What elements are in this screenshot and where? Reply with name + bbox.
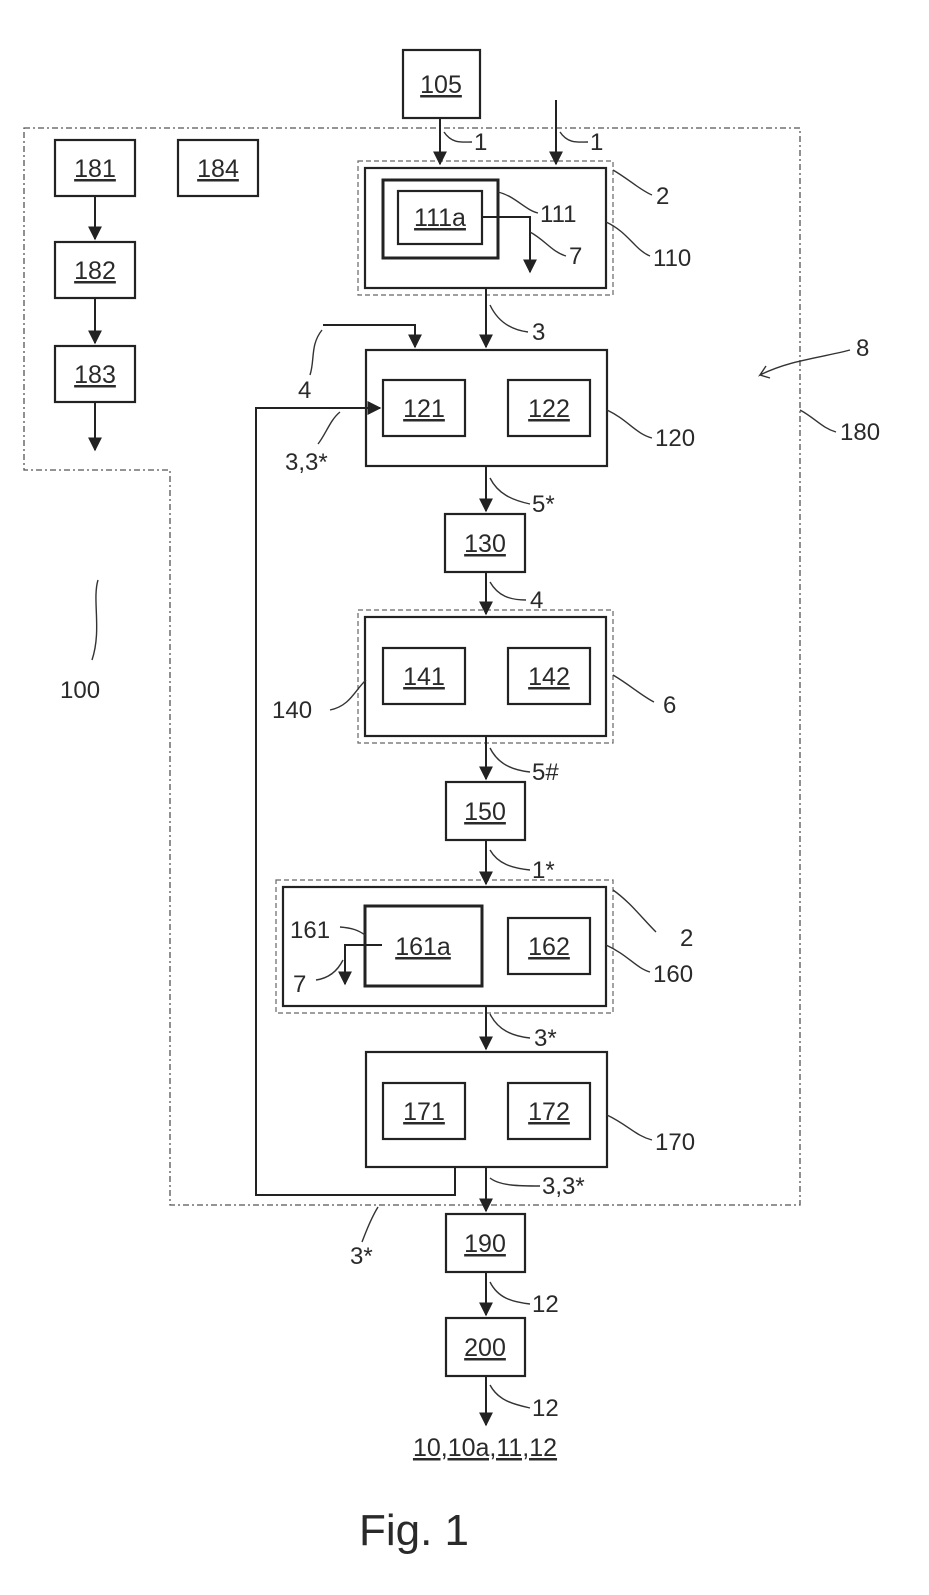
leader-33a <box>318 412 340 444</box>
leader-5s <box>490 478 530 504</box>
ref-4-upper: 4 <box>298 377 311 404</box>
ref-2-lower: 2 <box>680 925 693 952</box>
ref-12-lower: 12 <box>532 1395 559 1422</box>
ref-111: 111 <box>540 201 576 228</box>
ref-1star: 1* <box>532 857 555 884</box>
ref-4-middle: 4 <box>530 587 543 614</box>
ref-3-3star-upper: 3,3* <box>285 449 328 476</box>
leader-1a <box>444 132 472 142</box>
output-label: 10,10a,11,12 <box>413 1434 557 1462</box>
ref-140: 140 <box>272 697 312 724</box>
leader-2b <box>613 890 656 932</box>
ref-7-upper: 7 <box>569 243 582 270</box>
label-181: 181 <box>74 155 116 183</box>
leader-140 <box>330 680 366 710</box>
ref-160: 160 <box>653 961 693 988</box>
label-200: 200 <box>464 1334 506 1362</box>
leader-4a <box>310 330 322 375</box>
label-190: 190 <box>464 1230 506 1258</box>
label-162: 162 <box>528 933 570 961</box>
ref-1-left: 1 <box>474 129 487 156</box>
ref-180: 180 <box>840 419 880 446</box>
leader-180 <box>800 410 836 432</box>
ref-3: 3 <box>532 319 545 346</box>
ref-5star: 5* <box>532 491 555 518</box>
label-172: 172 <box>528 1098 570 1126</box>
ref-1-right: 1 <box>590 129 603 156</box>
leader-5h <box>490 748 530 772</box>
ref-3-3star-lower: 3,3* <box>542 1173 585 1200</box>
leader-6 <box>613 675 654 702</box>
figure-caption: Fig. 1 <box>359 1506 469 1555</box>
label-122: 122 <box>528 395 570 423</box>
leader-8 <box>760 350 850 378</box>
ref-170: 170 <box>655 1129 695 1156</box>
leader-3sb <box>362 1207 378 1242</box>
ref-12-upper: 12 <box>532 1291 559 1318</box>
label-105: 105 <box>420 71 462 99</box>
leader-2a <box>613 170 652 195</box>
label-142: 142 <box>528 663 570 691</box>
ref-6: 6 <box>663 692 676 719</box>
leader-100 <box>92 580 98 660</box>
leader-4b <box>490 582 526 600</box>
ref-3star-bottom: 3* <box>350 1243 373 1270</box>
label-141: 141 <box>403 663 445 691</box>
label-184: 184 <box>197 155 239 183</box>
leader-120 <box>607 410 652 438</box>
label-182: 182 <box>74 257 116 285</box>
leader-3s <box>490 1014 530 1038</box>
ref-7-lower: 7 <box>293 971 306 998</box>
leader-1s <box>490 850 530 870</box>
leader-12b <box>490 1385 530 1408</box>
label-121: 121 <box>403 395 445 423</box>
leader-1b <box>560 132 588 142</box>
label-171: 171 <box>403 1098 445 1126</box>
leader-3 <box>490 305 528 332</box>
ref-2-upper: 2 <box>656 183 669 210</box>
ref-100: 100 <box>60 677 100 704</box>
label-150: 150 <box>464 798 506 826</box>
ref-8: 8 <box>856 335 869 362</box>
label-161a: 161a <box>395 933 451 961</box>
ref-5hash: 5# <box>532 759 559 786</box>
label-111a: 111a <box>414 204 466 232</box>
leader-170 <box>607 1115 652 1140</box>
arrow-input-4-to-120 <box>323 325 415 347</box>
leader-12a <box>490 1282 530 1304</box>
label-183: 183 <box>74 361 116 389</box>
label-130: 130 <box>464 530 506 558</box>
leader-33b <box>490 1178 540 1186</box>
ref-120: 120 <box>655 425 695 452</box>
ref-3star: 3* <box>534 1025 557 1052</box>
ref-110: 110 <box>653 245 691 272</box>
ref-161: 161 <box>290 917 330 944</box>
